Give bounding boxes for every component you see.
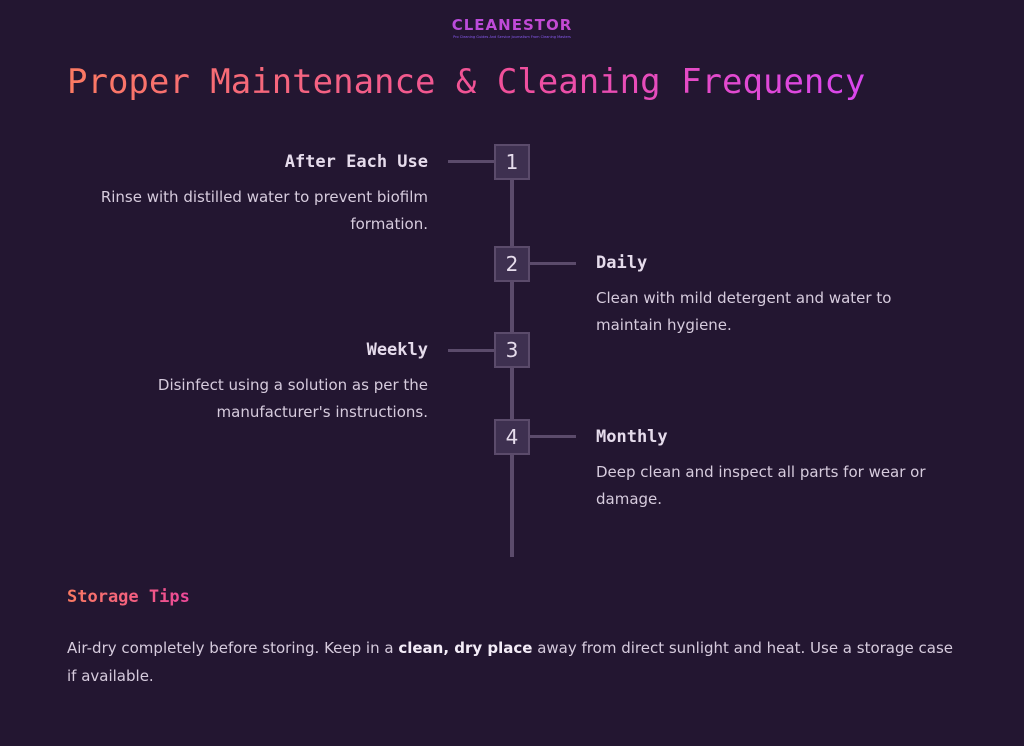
storage-text-part: Air-dry completely before storing. Keep … (67, 639, 399, 657)
logo-tagline: Pro Cleaning Guides And Service Journali… (453, 35, 571, 39)
step-heading: After Each Use (284, 152, 428, 172)
step-desc: Disinfect using a solution as per the ma… (157, 376, 428, 421)
storage-text-part: away from direct sunlight and heat. Use … (67, 639, 954, 685)
connector (529, 262, 576, 265)
step-number-2: 2 (494, 246, 530, 282)
connector (448, 160, 495, 163)
logo: CLEANESTOR Pro Cleaning Guides And Servi… (0, 16, 1024, 39)
step-number-4: 4 (494, 419, 530, 455)
step-heading: Monthly (596, 427, 668, 447)
step-number-3: 3 (494, 332, 530, 368)
page-title: Proper Maintenance & Cleaning Frequency (67, 62, 866, 102)
step-heading: Weekly (366, 340, 428, 360)
timeline-line (510, 179, 514, 557)
storage-title: Storage Tips (67, 587, 190, 607)
logo-name: CLEANESTOR (0, 16, 1024, 34)
storage-text: Air-dry completely before storing. Keep … (67, 634, 967, 690)
connector (529, 435, 576, 438)
connector (448, 349, 495, 352)
step-number-1: 1 (494, 144, 530, 180)
step-desc: Rinse with distilled water to prevent bi… (100, 188, 428, 233)
storage-text-bold: clean, dry place (398, 639, 533, 657)
step-desc: Deep clean and inspect all parts for wea… (596, 463, 926, 508)
step-desc: Clean with mild detergent and water to m… (596, 289, 892, 334)
step-heading: Daily (596, 253, 648, 273)
